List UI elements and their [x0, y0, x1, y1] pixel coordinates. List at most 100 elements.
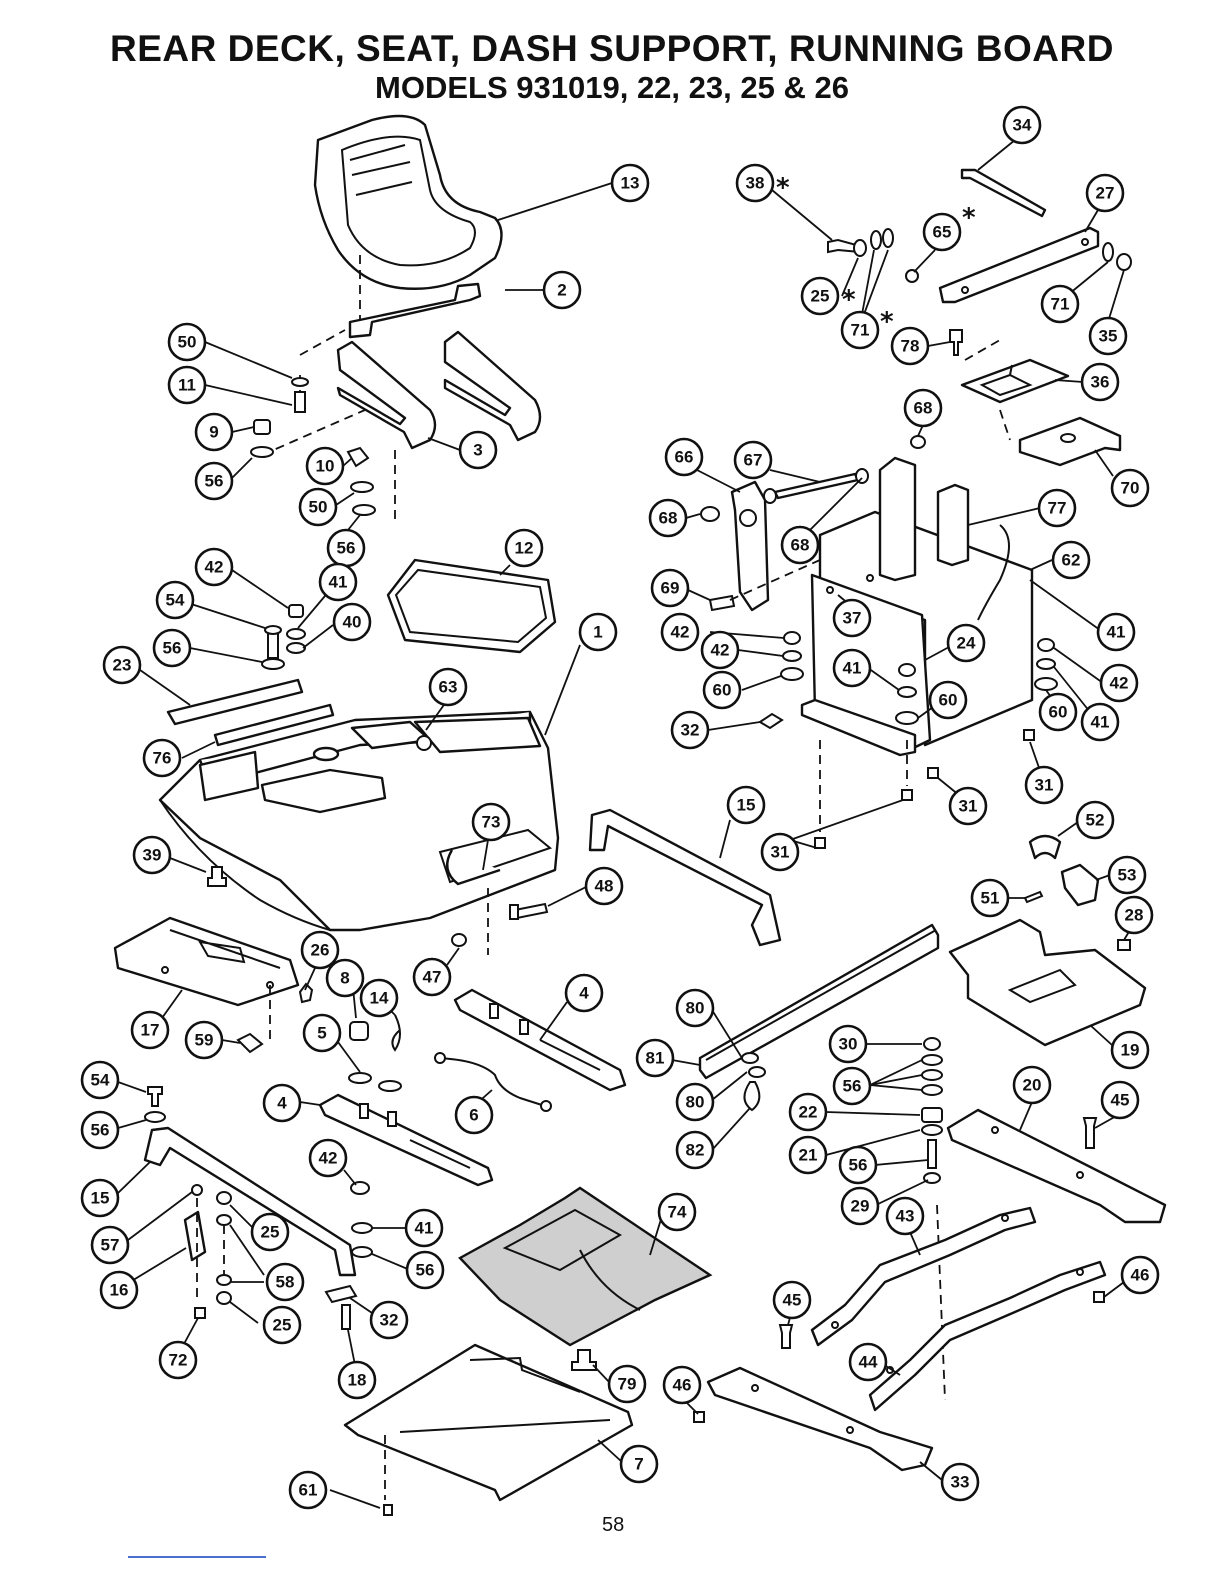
svg-text:26: 26 — [311, 941, 330, 960]
screw-39-part — [207, 866, 227, 887]
bracket-23-part — [166, 678, 304, 726]
svg-text:32: 32 — [380, 1311, 399, 1330]
svg-text:73: 73 — [482, 813, 501, 832]
svg-text:58: 58 — [276, 1273, 295, 1292]
asterisk-25: * — [842, 285, 856, 315]
svg-text:4: 4 — [579, 984, 589, 1003]
svg-text:42: 42 — [1110, 674, 1129, 693]
svg-text:48: 48 — [595, 877, 614, 896]
svg-text:11: 11 — [178, 376, 196, 395]
bracket-44-part — [868, 1260, 1107, 1412]
svg-text:67: 67 — [744, 451, 763, 470]
callout: 48 — [584, 866, 624, 906]
seat-part — [313, 114, 503, 290]
callout: 77 — [1037, 488, 1077, 528]
callout: 68 — [903, 388, 943, 428]
svg-text:14: 14 — [370, 989, 389, 1008]
svg-text:18: 18 — [348, 1371, 367, 1390]
callout: 28 — [1114, 895, 1154, 935]
callout: 65 — [922, 212, 962, 252]
callout: 4 — [262, 1083, 302, 1123]
callout: 42 — [700, 630, 740, 670]
support-bar-15-lower-part — [143, 1126, 357, 1277]
asterisk-65: * — [962, 203, 976, 233]
callout: 3 — [458, 430, 498, 470]
callout: 50 — [167, 322, 207, 362]
svg-text:47: 47 — [423, 968, 442, 987]
svg-text:15: 15 — [737, 796, 756, 815]
svg-text:12: 12 — [515, 539, 534, 558]
svg-text:37: 37 — [843, 609, 862, 628]
svg-text:9: 9 — [209, 423, 218, 442]
svg-text:38: 38 — [746, 174, 765, 193]
svg-text:65: 65 — [933, 223, 952, 242]
callout: 58 — [265, 1262, 305, 1302]
callout: 7 — [619, 1444, 659, 1484]
svg-text:30: 30 — [839, 1035, 858, 1054]
svg-text:25: 25 — [811, 287, 830, 306]
callout: 17 — [130, 1010, 170, 1050]
svg-text:56: 56 — [849, 1156, 868, 1175]
callout: 25 — [800, 276, 840, 316]
callout: 56 — [405, 1250, 445, 1290]
callout: 24 — [946, 623, 986, 663]
callout: 69 — [650, 568, 690, 608]
callout: 25 — [250, 1212, 290, 1252]
bracket-43-part — [810, 1206, 1037, 1347]
cable-6-part — [437, 1057, 546, 1107]
svg-text:50: 50 — [309, 498, 328, 517]
svg-text:45: 45 — [1111, 1091, 1130, 1110]
callout: 56 — [80, 1110, 120, 1150]
callout: 61 — [288, 1470, 328, 1510]
plate-36-part — [960, 358, 1070, 404]
svg-text:21: 21 — [799, 1146, 818, 1165]
callout: 39 — [132, 835, 172, 875]
svg-text:76: 76 — [153, 749, 172, 768]
callout: 42 — [1099, 663, 1139, 703]
svg-text:10: 10 — [316, 457, 335, 476]
callout: 56 — [194, 461, 234, 501]
svg-text:70: 70 — [1121, 479, 1140, 498]
callout: 45 — [772, 1280, 812, 1320]
callout: 57 — [90, 1225, 130, 1265]
callout: 68 — [648, 498, 688, 538]
svg-text:66: 66 — [675, 448, 694, 467]
callout: 60 — [928, 680, 968, 720]
svg-text:60: 60 — [1049, 703, 1068, 722]
svg-text:40: 40 — [343, 613, 362, 632]
callout: 10 — [305, 446, 345, 486]
callout: 9 — [194, 412, 234, 452]
callout: 18 — [337, 1360, 377, 1400]
callout: 62 — [1051, 540, 1091, 580]
svg-text:25: 25 — [261, 1223, 280, 1242]
callout: 42 — [308, 1138, 348, 1178]
callout: 21 — [788, 1135, 828, 1175]
callout: 51 — [970, 878, 1010, 918]
svg-text:46: 46 — [673, 1376, 692, 1395]
svg-text:71: 71 — [1051, 295, 1070, 314]
callout: 47 — [412, 957, 452, 997]
svg-text:52: 52 — [1086, 811, 1105, 830]
callout: 53 — [1107, 855, 1147, 895]
svg-text:61: 61 — [299, 1481, 318, 1500]
callout: 31 — [760, 832, 800, 872]
svg-text:31: 31 — [771, 843, 790, 862]
callout: 67 — [733, 440, 773, 480]
callout: 56 — [832, 1066, 872, 1106]
asterisk-38: * — [776, 173, 790, 203]
step-plate-20-part — [946, 1108, 1167, 1224]
callout: 15 — [80, 1178, 120, 1218]
callout: 56 — [152, 628, 192, 668]
callout: 54 — [80, 1060, 120, 1100]
svg-text:36: 36 — [1091, 373, 1110, 392]
svg-text:29: 29 — [851, 1197, 870, 1216]
bracket-76-part — [213, 703, 335, 747]
svg-text:27: 27 — [1096, 184, 1115, 203]
callout: 81 — [635, 1038, 675, 1078]
svg-text:41: 41 — [415, 1219, 434, 1238]
svg-text:60: 60 — [939, 691, 958, 710]
svg-text:44: 44 — [859, 1353, 878, 1372]
svg-text:41: 41 — [1107, 623, 1126, 642]
svg-text:2: 2 — [557, 281, 566, 300]
